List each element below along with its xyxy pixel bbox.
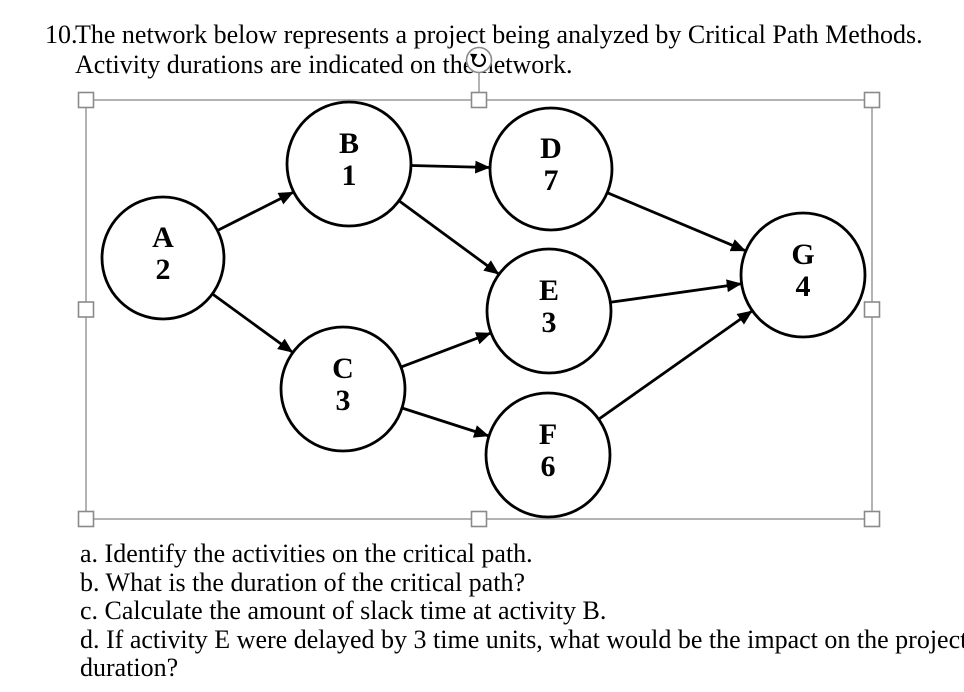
sub-question-c: c. Calculate the amount of slack time at…	[80, 596, 607, 626]
node-E-label: E	[539, 274, 559, 307]
node-E-circle	[485, 247, 613, 375]
resize-handle-n[interactable]	[470, 91, 488, 109]
node-D-circle	[488, 106, 614, 232]
edge-E-G	[610, 279, 742, 304]
node-B-circle	[285, 100, 413, 228]
problem-statement: 10. The network below represents a proje…	[45, 20, 923, 80]
edge-F-G	[597, 309, 754, 421]
resize-handle-e[interactable]	[863, 301, 881, 318]
node-B-label: B	[339, 127, 359, 160]
edge-B-E	[398, 199, 500, 276]
resize-handle-w[interactable]	[77, 301, 95, 318]
resize-handle-ne[interactable]	[863, 91, 881, 109]
sub-question-b: b. What is the duration of the critical …	[80, 567, 525, 597]
edge-A-C	[211, 292, 294, 354]
edge-A-B	[216, 190, 295, 232]
sub-question-d: d. If activity E were delayed by 3 time …	[80, 624, 964, 654]
node-G-label: G	[791, 238, 814, 271]
sub-questions: a. Identify the activities on the critic…	[80, 539, 964, 683]
resize-handle-sw[interactable]	[77, 510, 95, 528]
node-B-duration: 1	[342, 159, 357, 192]
node-F-circle	[484, 391, 612, 519]
edge-B-D	[410, 160, 491, 174]
node-E-duration: 3	[542, 306, 557, 339]
node-C-circle	[279, 325, 407, 453]
problem-number: 10.	[45, 20, 78, 49]
problem-text: The network below represents a project b…	[75, 20, 923, 80]
resize-handle-nw[interactable]	[77, 91, 95, 109]
sub-question-d-cont: duration?	[80, 653, 179, 683]
node-D-duration: 7	[544, 164, 559, 197]
resize-handle-se[interactable]	[863, 510, 881, 528]
edge-C-E	[400, 331, 492, 369]
node-F-label: F	[539, 418, 557, 451]
sub-question-a: a. Identify the activities on the critic…	[80, 539, 533, 568]
node-G-duration: 4	[796, 270, 811, 303]
node-A-circle	[100, 195, 226, 321]
node-C-duration: 3	[336, 384, 351, 417]
image-selection-border[interactable]	[85, 99, 873, 520]
edge-D-G	[606, 191, 747, 253]
resize-handle-s[interactable]	[470, 510, 488, 528]
problem-line-1: The network below represents a project b…	[75, 20, 923, 49]
node-C-label: C	[332, 352, 354, 385]
node-A-duration: 2	[156, 253, 171, 286]
node-F-duration: 6	[541, 450, 556, 483]
edge-C-F	[401, 406, 490, 438]
node-A-label: A	[152, 221, 174, 254]
problem-line-2: Activity durations are indicated on the …	[75, 50, 573, 79]
node-G-circle	[739, 211, 867, 339]
node-D-label: D	[540, 132, 562, 165]
